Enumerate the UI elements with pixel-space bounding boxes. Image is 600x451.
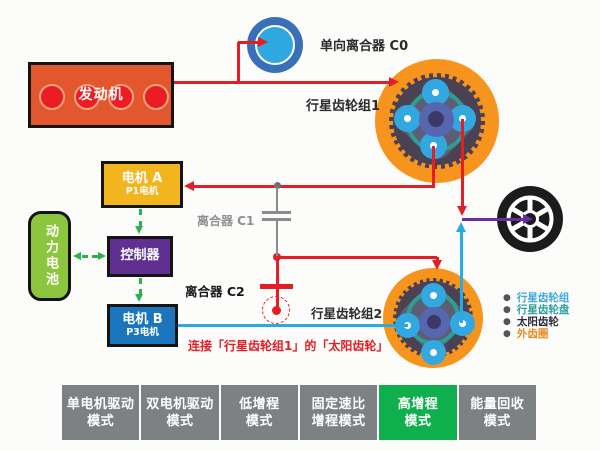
controller-label: 控制器: [120, 248, 160, 264]
bullet-icon: ●: [503, 304, 511, 315]
mode-label: 双电机驱动: [146, 396, 214, 412]
sun-gear: [418, 306, 450, 338]
planet-gear: [420, 339, 446, 365]
planetary-gearset-1: [375, 59, 499, 183]
mode-label: 增程模式: [311, 413, 366, 429]
motor-a-to-controller-dashed: [138, 209, 142, 227]
motor-a-title: 电机 A: [121, 170, 163, 186]
mode-label: 高增程: [397, 396, 439, 412]
junction-dot-gray: [273, 182, 281, 189]
motor-b-arrow-down: [135, 294, 143, 302]
c1-clutch-bar: [262, 217, 291, 221]
legend-item: ● 行星齿轮盘: [503, 304, 569, 316]
engine-to-gear1-line: [174, 80, 391, 84]
engine-cylinder-icon: [108, 84, 134, 110]
legend-label: 太阳齿轮: [516, 315, 559, 328]
motor-a-subtitle: P1电机: [125, 185, 159, 197]
motor-b-title: 电机 B: [122, 311, 163, 327]
mode-label: 模式: [404, 413, 432, 429]
engine-to-gear1-arrow: [389, 76, 399, 87]
planet-gear: [420, 282, 446, 308]
mode-button-single-motor[interactable]: 单电机驱动 模式: [62, 385, 140, 440]
mode-button-bar: 单电机驱动 模式 双电机驱动 模式 低增程 模式 固定速比 增程模式 高增程 模…: [62, 385, 536, 440]
output-junction-arrow-down: [456, 206, 467, 216]
legend-label: 行星齿轮组: [516, 291, 570, 304]
c0-arrow: [258, 37, 268, 47]
motor-b-box: 电机 B P3电机: [107, 304, 178, 347]
c1-clutch-bar: [262, 210, 291, 214]
mode-label: 模式: [245, 413, 273, 429]
mode-button-dual-motor[interactable]: 双电机驱动 模式: [141, 385, 219, 440]
output-junction-arrow-up: [455, 222, 466, 232]
gear2-inlet-arrow: [431, 260, 442, 270]
sun-gear: [418, 101, 454, 137]
motor-a-arrow: [184, 180, 194, 191]
controller-box: 控制器: [107, 236, 173, 277]
planetary-gearset-2: [383, 268, 483, 368]
c1-vertical-bottom: [275, 221, 279, 256]
mode-label: 固定速比: [311, 396, 366, 412]
gear2-to-output-line: [459, 230, 463, 323]
engine-label: 发动机: [78, 86, 124, 103]
battery-label: 动力电池: [42, 224, 58, 288]
c0-branch-horizontal: [238, 41, 260, 44]
gear2-inlet-vertical: [435, 257, 439, 262]
bullet-icon: ●: [503, 316, 511, 327]
sun-gear-note: 连接「行星齿轮组1」的「太阳齿轮」: [188, 339, 389, 353]
controller-arrow-down: [135, 226, 143, 234]
engine-cylinder-icon: [74, 84, 100, 110]
c1-vertical-top: [275, 187, 279, 211]
legend-label: 外齿圈: [516, 327, 549, 340]
clutch-c1-label: 离合器 C1: [197, 214, 255, 228]
mode-button-low-range-extend[interactable]: 低增程 模式: [220, 385, 298, 440]
sun-link-dashed-circle: [262, 296, 290, 324]
controller-arrow-left: [98, 251, 106, 260]
mode-label: 单电机驱动: [66, 396, 135, 412]
battery-box: 动力电池: [28, 211, 71, 301]
wheel-arrow: [523, 213, 533, 224]
clutch-c0-label: 单向离合器 C0: [320, 39, 409, 54]
c2-vertical-top: [275, 256, 279, 284]
planet-gear: [421, 78, 449, 106]
gearset2-label: 行星齿轮组2: [311, 306, 383, 321]
motor-a-box: 电机 A P1电机: [101, 161, 183, 208]
output-to-wheel-line: [462, 217, 525, 221]
c2-clutch-bar: [260, 283, 293, 289]
engine-cylinder-icon: [143, 84, 169, 110]
legend-item: ● 太阳齿轮: [503, 316, 569, 328]
mode-label: 模式: [483, 413, 511, 429]
engine-box: 发动机: [28, 62, 174, 128]
legend-label: 行星齿轮盘: [516, 303, 570, 316]
mode-label: 低增程: [239, 396, 280, 412]
mode-button-fixed-ratio[interactable]: 固定速比 增程模式: [299, 385, 378, 440]
gear1-bottom-planet-line: [431, 146, 435, 186]
motor-b-subtitle: P3电机: [126, 326, 159, 338]
bullet-icon: ●: [503, 292, 511, 303]
motor-b-to-gear2-line: [178, 324, 408, 327]
junction-dot-red: [273, 253, 281, 261]
bullet-icon: ●: [503, 328, 511, 339]
legend-item: ● 行星齿轮组: [503, 292, 569, 304]
gear1-to-motor-a-line: [193, 184, 435, 188]
engine-cylinder-icon: [39, 84, 65, 110]
mode-label: 模式: [166, 413, 194, 429]
battery-arrow: [73, 251, 81, 260]
c1-to-gear2-line: [277, 255, 437, 259]
legend-item: ● 外齿圈: [503, 328, 569, 340]
c0-branch-vertical: [236, 42, 240, 83]
controller-to-motor-b-dashed: [138, 278, 142, 295]
mode-button-energy-recovery[interactable]: 能量回收 模式: [458, 385, 536, 440]
clutch-c2-label: 离合器 C2: [185, 284, 245, 299]
planet-gear: [393, 104, 421, 132]
gear1-right-planet-line: [460, 119, 464, 208]
battery-controller-dashed: [82, 254, 98, 258]
gearset1-label: 行星齿轮组1: [306, 99, 381, 114]
mode-label: 能量回收: [470, 396, 525, 412]
mode-label: 模式: [87, 413, 115, 429]
mode-button-high-range-extend[interactable]: 高增程 模式: [379, 385, 457, 440]
legend: ● 行星齿轮组 ● 行星齿轮盘 ● 太阳齿轮 ● 外齿圈: [503, 292, 569, 340]
